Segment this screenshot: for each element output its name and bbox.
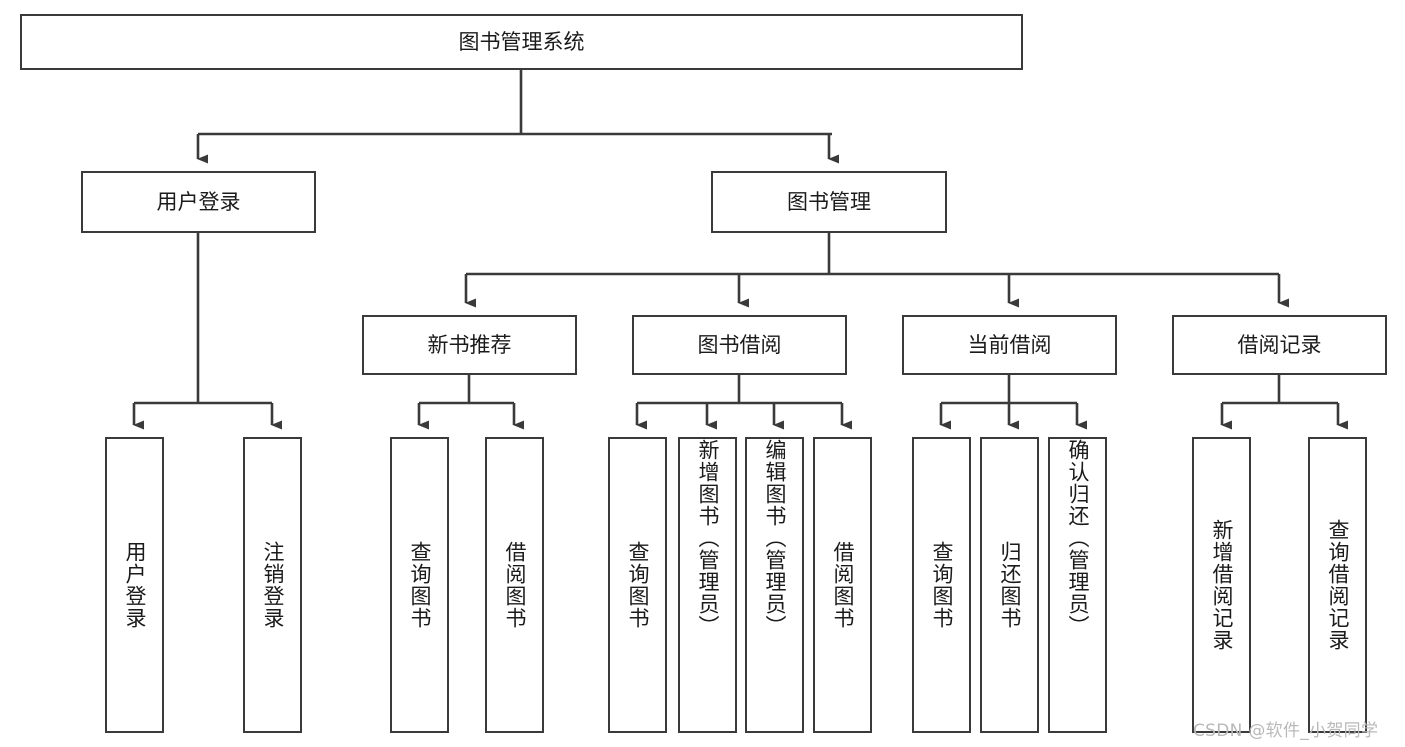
- node-label: 当前借阅: [967, 332, 1052, 357]
- node-label: 图书管理: [787, 189, 871, 214]
- node-label: 新增借阅记录: [1210, 519, 1234, 651]
- node-root-book-management-system[interactable]: 图书管理系统: [20, 14, 1023, 70]
- node-label: 查询图书: [408, 541, 432, 629]
- leaf-user-login[interactable]: 用户登录: [105, 437, 164, 733]
- node-label: 图书借阅: [697, 332, 782, 357]
- node-label: 用户登录: [123, 541, 147, 629]
- node-label: 确认归还（管理员）: [1066, 439, 1090, 637]
- node-book-management[interactable]: 图书管理: [711, 171, 947, 233]
- leaf-add-borrowing-record[interactable]: 新增借阅记录: [1192, 437, 1251, 733]
- node-label: 注销登录: [261, 541, 285, 629]
- node-label: 借阅记录: [1237, 332, 1322, 357]
- leaf-query-books-recommendation[interactable]: 查询图书: [390, 437, 449, 733]
- leaf-query-books-borrowing[interactable]: 查询图书: [608, 437, 667, 733]
- node-label: 查询图书: [930, 541, 954, 629]
- node-label: 借阅图书: [831, 541, 855, 629]
- node-borrowing-records[interactable]: 借阅记录: [1172, 315, 1387, 375]
- leaf-borrow-books-recommendation[interactable]: 借阅图书: [485, 437, 544, 733]
- node-book-borrowing[interactable]: 图书借阅: [632, 315, 847, 375]
- leaf-query-books-current[interactable]: 查询图书: [912, 437, 971, 733]
- node-current-borrowing[interactable]: 当前借阅: [902, 315, 1117, 375]
- node-label: 新增图书（管理员）: [696, 439, 720, 637]
- node-user-login[interactable]: 用户登录: [81, 171, 316, 233]
- leaf-logout[interactable]: 注销登录: [243, 437, 302, 733]
- leaf-edit-book-admin[interactable]: 编辑图书（管理员）: [745, 437, 804, 733]
- node-label: 查询借阅记录: [1326, 519, 1350, 651]
- node-label: 归还图书: [998, 541, 1022, 629]
- node-label: 用户登录: [156, 189, 241, 214]
- leaf-query-borrowing-record[interactable]: 查询借阅记录: [1308, 437, 1367, 733]
- leaf-return-books[interactable]: 归还图书: [980, 437, 1039, 733]
- node-label: 查询图书: [626, 541, 650, 629]
- node-label: 新书推荐: [427, 332, 512, 357]
- node-new-book-recommendation[interactable]: 新书推荐: [362, 315, 577, 375]
- leaf-confirm-return-admin[interactable]: 确认归还（管理员）: [1048, 437, 1107, 733]
- leaf-add-book-admin[interactable]: 新增图书（管理员）: [678, 437, 737, 733]
- node-label: 图书管理系统: [458, 29, 585, 54]
- node-label: 借阅图书: [503, 541, 527, 629]
- node-label: 编辑图书（管理员）: [763, 439, 787, 637]
- leaf-borrow-books[interactable]: 借阅图书: [813, 437, 872, 733]
- csdn-watermark: CSDN @软件_小贺同学: [1193, 721, 1379, 741]
